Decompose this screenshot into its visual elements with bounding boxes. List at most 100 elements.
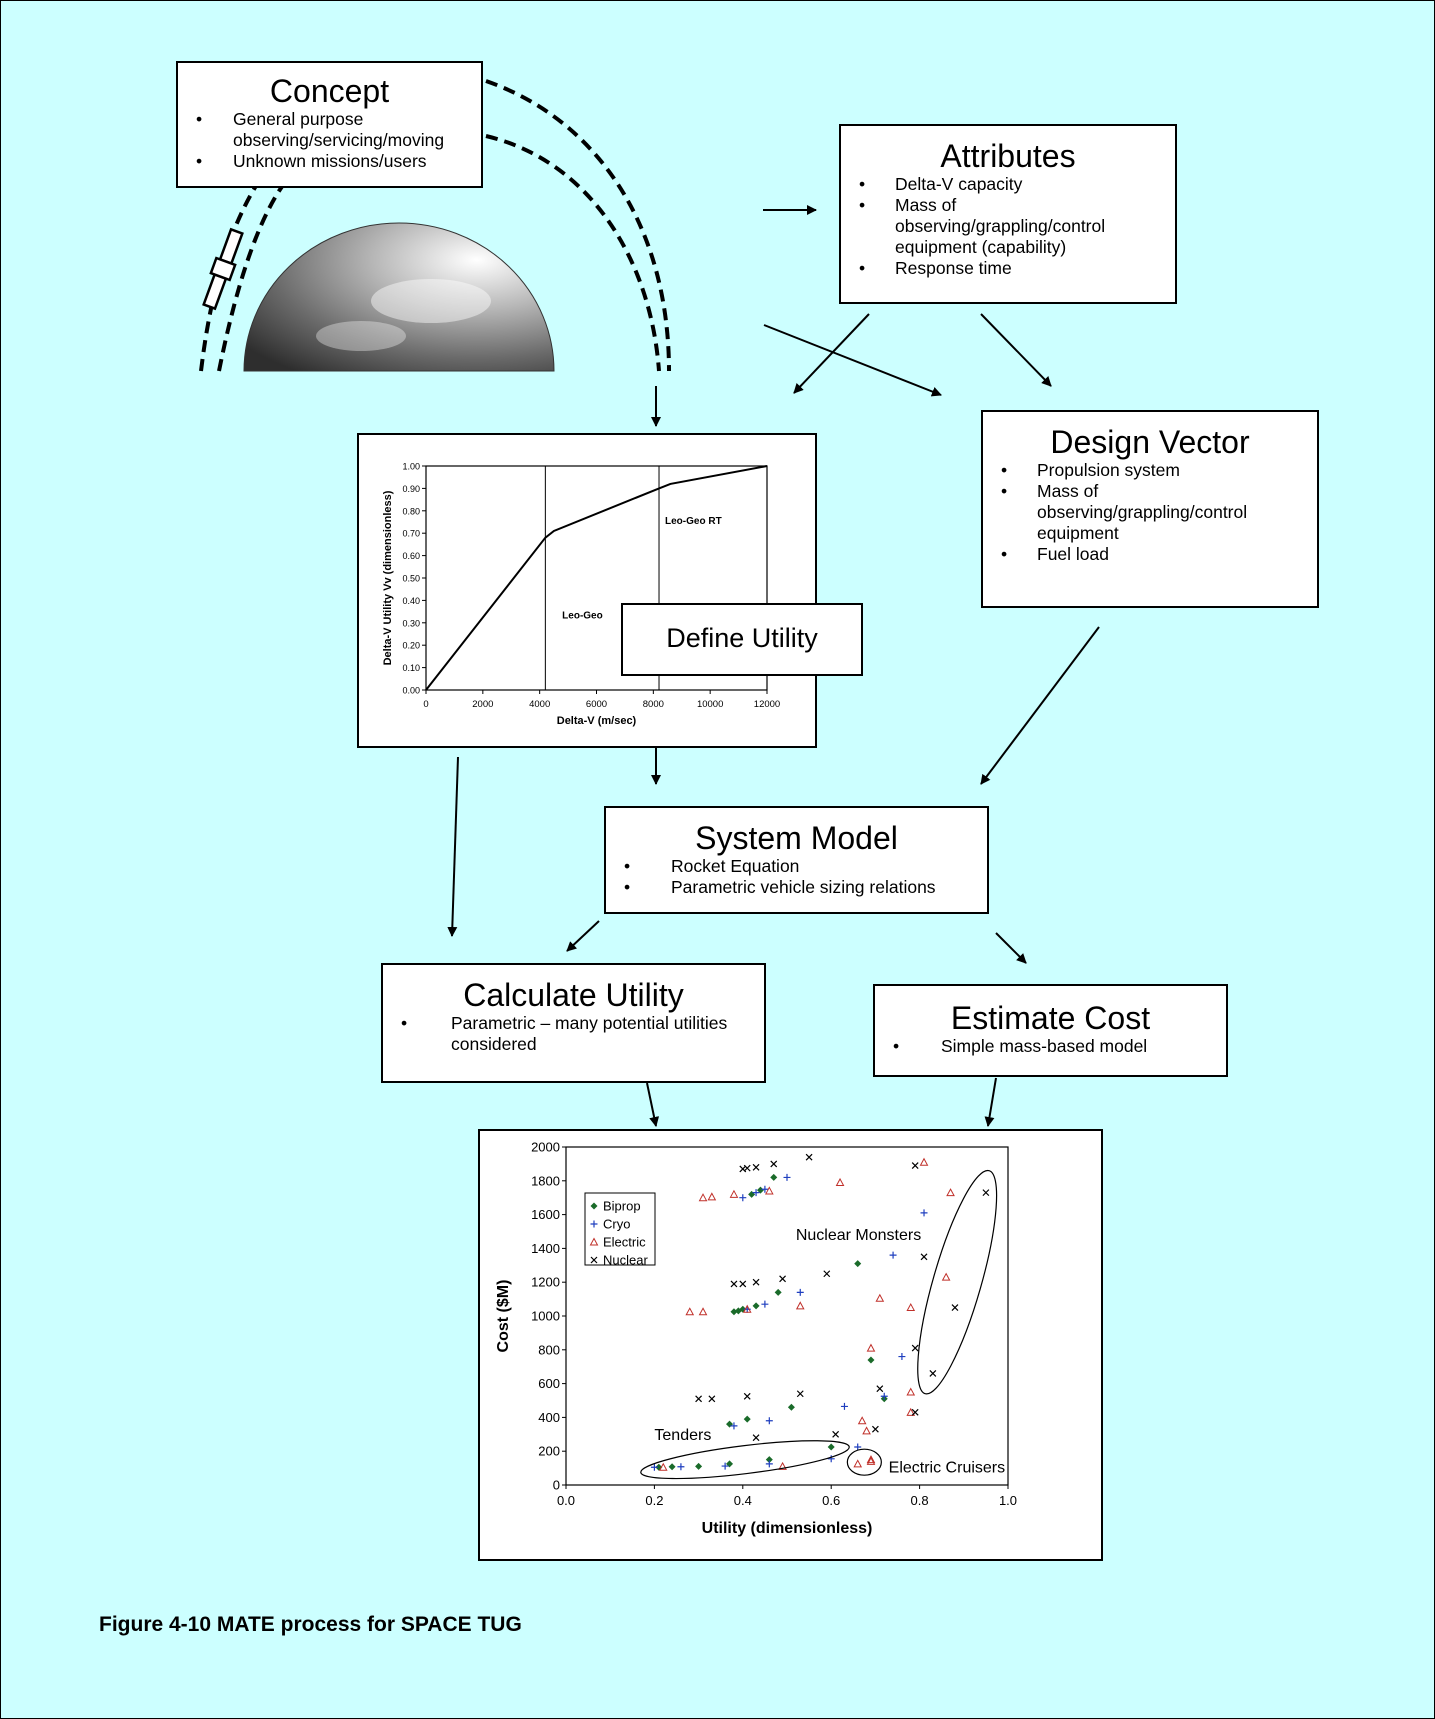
data-point-electric bbox=[835, 1177, 845, 1186]
y-tick-label: 0 bbox=[553, 1478, 560, 1493]
data-point-biprop bbox=[756, 1186, 764, 1194]
data-point-cryo bbox=[761, 1185, 769, 1193]
data-point-electric bbox=[875, 1293, 885, 1302]
data-point-nuclear bbox=[730, 1280, 738, 1288]
arrow-attributes-to-define-utility bbox=[793, 313, 870, 394]
cost-utility-scatter-chart: 02004006008001000120014001600180020000.0… bbox=[495, 1140, 1017, 1538]
data-point-electric bbox=[853, 1459, 863, 1468]
y-tick-label: 1.00 bbox=[402, 462, 420, 472]
legend-label: Biprop bbox=[603, 1199, 641, 1214]
y-tick-label: 1800 bbox=[531, 1173, 560, 1188]
define-utility-label-box: Define Utility bbox=[621, 603, 863, 676]
earth-cloud bbox=[371, 279, 491, 323]
data-point-nuclear bbox=[911, 1162, 919, 1170]
x-tick-label: 0.4 bbox=[734, 1493, 752, 1508]
design-vector-box: Design Vector Propulsion system Mass of … bbox=[981, 410, 1319, 608]
estimate-cost-title: Estimate Cost bbox=[950, 1000, 1151, 1036]
data-point-nuclear bbox=[805, 1153, 813, 1161]
concept-bullet-list: General purpose observing/servicing/movi… bbox=[178, 109, 481, 172]
x-tick-label: 10000 bbox=[697, 699, 723, 710]
estimate-cost-bullet: Simple mass-based model bbox=[875, 1036, 1226, 1057]
y-tick-label: 0.80 bbox=[402, 506, 420, 516]
concept-bullet: General purpose observing/servicing/movi… bbox=[178, 109, 481, 151]
group-ellipse-nuclear-monsters bbox=[917, 1169, 998, 1395]
data-point-cryo bbox=[752, 1189, 760, 1197]
data-point-biprop bbox=[730, 1308, 738, 1316]
y-tick-label: 1000 bbox=[531, 1309, 560, 1324]
legend-label: Electric bbox=[603, 1235, 646, 1250]
x-tick-label: 6000 bbox=[586, 699, 607, 710]
estimate-cost-box: Estimate Cost Simple mass-based model bbox=[873, 984, 1228, 1077]
x-tick-label: 1.0 bbox=[999, 1493, 1017, 1508]
y-tick-label: 0.40 bbox=[402, 596, 420, 606]
data-point-cryo bbox=[730, 1422, 738, 1430]
legend-marker-electric bbox=[589, 1237, 599, 1246]
data-point-nuclear bbox=[823, 1270, 831, 1278]
define-utility-title: Define Utility bbox=[666, 623, 818, 653]
y-tick-label: 0.20 bbox=[402, 641, 420, 651]
data-point-biprop bbox=[743, 1415, 751, 1423]
design-vector-bullet-list: Propulsion system Mass of observing/grap… bbox=[983, 460, 1317, 565]
data-point-cryo bbox=[854, 1443, 862, 1451]
data-point-nuclear bbox=[920, 1253, 928, 1261]
data-point-electric bbox=[866, 1456, 876, 1465]
earth-image bbox=[243, 222, 555, 372]
data-point-electric bbox=[906, 1407, 916, 1416]
attributes-title: Attributes bbox=[940, 138, 1076, 174]
data-point-cryo bbox=[898, 1353, 906, 1361]
figure-caption: Figure 4-10 MATE process for SPACE TUG bbox=[99, 1613, 522, 1636]
data-point-nuclear bbox=[796, 1390, 804, 1398]
data-point-electric bbox=[707, 1192, 717, 1201]
data-point-cryo bbox=[783, 1173, 791, 1181]
data-point-nuclear bbox=[752, 1434, 760, 1442]
data-point-nuclear bbox=[752, 1163, 760, 1171]
data-point-biprop bbox=[734, 1307, 742, 1315]
data-point-cryo bbox=[761, 1300, 769, 1308]
annotation-leo-geo: Leo-Geo bbox=[562, 610, 603, 621]
data-point-biprop bbox=[668, 1463, 676, 1471]
arrow-concept-to-design-vector bbox=[763, 324, 942, 397]
calculate-utility-box: Calculate Utility Parametric – many pote… bbox=[381, 963, 766, 1083]
legend-box bbox=[584, 1192, 656, 1266]
arrow-estimate-cost-to-tradespace bbox=[984, 1077, 997, 1127]
data-point-electric bbox=[764, 1186, 774, 1195]
attributes-bullet-list: Delta-V capacity Mass of observing/grapp… bbox=[841, 174, 1175, 279]
data-point-cryo bbox=[827, 1455, 835, 1463]
attributes-bullet: Response time bbox=[841, 258, 1175, 279]
y-tick-label: 200 bbox=[538, 1444, 560, 1459]
x-tick-label: 0.8 bbox=[911, 1493, 929, 1508]
data-point-nuclear bbox=[911, 1344, 919, 1352]
x-tick-label: 4000 bbox=[529, 699, 550, 710]
data-point-electric bbox=[778, 1461, 787, 1470]
data-point-cryo bbox=[650, 1463, 658, 1471]
y-tick-label: 0.50 bbox=[402, 574, 420, 584]
system-model-bullet: Rocket Equation bbox=[606, 856, 987, 877]
earth-cloud bbox=[316, 321, 406, 351]
x-axis-label: Delta-V (m/sec) bbox=[557, 715, 637, 727]
y-axis-label: Cost ($M) bbox=[495, 1280, 512, 1353]
data-point-nuclear bbox=[743, 1392, 751, 1400]
data-point-nuclear bbox=[752, 1278, 760, 1286]
annotation-tenders: Tenders bbox=[654, 1427, 711, 1444]
y-tick-label: 600 bbox=[538, 1376, 560, 1391]
y-tick-label: 0.10 bbox=[402, 663, 420, 673]
satellite-icon bbox=[202, 227, 244, 311]
data-point-cryo bbox=[739, 1194, 747, 1202]
legend-marker-biprop bbox=[590, 1202, 598, 1210]
data-point-biprop bbox=[787, 1403, 795, 1411]
y-tick-label: 2000 bbox=[531, 1140, 560, 1155]
data-point-nuclear bbox=[739, 1280, 747, 1288]
data-point-electric bbox=[946, 1188, 955, 1197]
data-point-nuclear bbox=[951, 1304, 959, 1311]
x-tick-label: 0.2 bbox=[645, 1493, 663, 1508]
data-point-electric bbox=[919, 1157, 929, 1166]
concept-title: Concept bbox=[269, 73, 390, 109]
data-point-electric bbox=[685, 1307, 695, 1316]
data-point-cryo bbox=[880, 1392, 888, 1400]
data-point-electric bbox=[857, 1416, 867, 1425]
data-point-electric bbox=[658, 1462, 668, 1471]
data-point-cryo bbox=[721, 1462, 729, 1470]
